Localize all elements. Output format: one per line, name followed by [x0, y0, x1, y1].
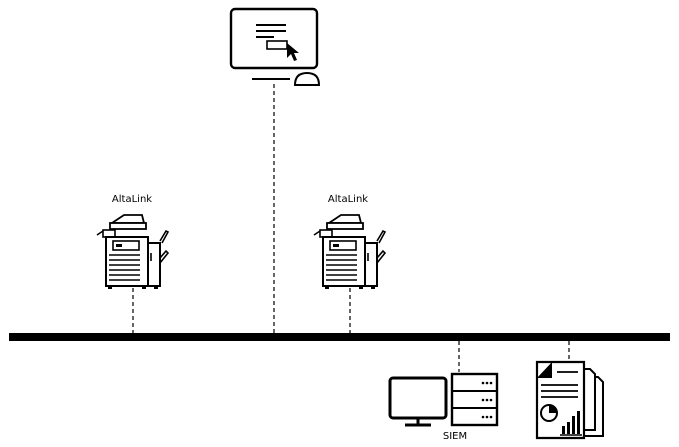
- dashed-connectors: [132, 84, 570, 372]
- monitor-icon: [388, 376, 448, 427]
- server-rack-icon: [450, 372, 499, 427]
- mouse-icon: [293, 71, 321, 86]
- siem-label: SIEM: [442, 431, 468, 442]
- bar-chart-icon: [560, 411, 582, 436]
- device-label-altalink-1: AltaLink: [111, 194, 153, 205]
- multifunction-printer-icon: [313, 214, 387, 289]
- cursor-icon: [287, 43, 299, 61]
- network-bus-line: [9, 333, 670, 341]
- report-documents-icon: [535, 360, 604, 440]
- device-label-altalink-2: AltaLink: [327, 194, 369, 205]
- admin-computer-icon: [229, 7, 321, 86]
- multifunction-printer-icon: [96, 214, 170, 289]
